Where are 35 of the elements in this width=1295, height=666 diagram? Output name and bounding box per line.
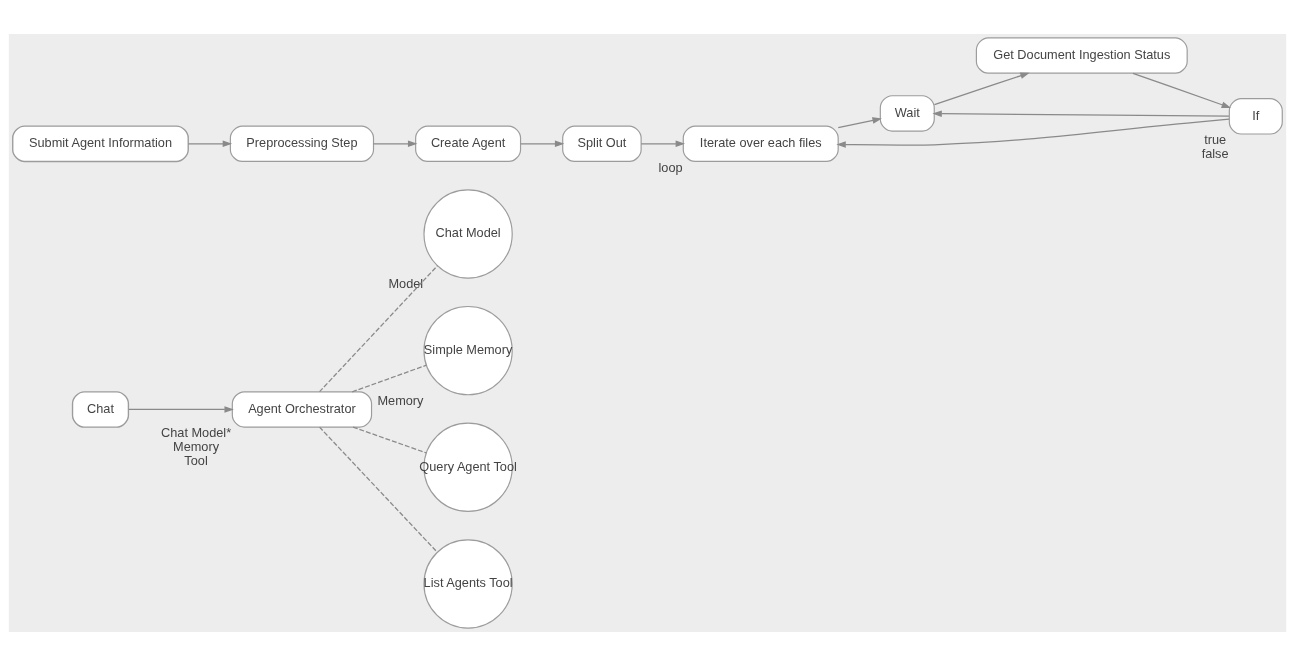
node-label: Tool: [184, 452, 208, 468]
node-label: false: [1201, 145, 1229, 161]
node-box: Preprocessing Step: [229, 125, 375, 163]
connector: [318, 426, 438, 553]
arrow: [187, 140, 233, 148]
node-label: Memory: [377, 392, 424, 408]
arrow: [520, 140, 565, 148]
node-circle: Chat Model: [423, 189, 513, 279]
node-label: true: [1204, 132, 1227, 148]
node-box: Wait: [879, 95, 935, 132]
connector: [352, 426, 427, 454]
node-box: Iterate over each files: [682, 125, 839, 163]
arrow: [640, 140, 686, 148]
node-box: Submit Agent Information: [12, 125, 189, 163]
arrow: [372, 140, 418, 148]
node-box: Split Out: [562, 125, 642, 163]
arrow: [128, 406, 234, 413]
node-box: Chat: [71, 391, 130, 428]
node-box: Create Agent: [415, 125, 522, 163]
node-box: Get Document Ingestion Status: [975, 37, 1188, 74]
node-circle: Simple Memory: [423, 305, 513, 396]
node-circle: List Agents Tool: [423, 539, 513, 629]
arrow: [933, 72, 1030, 106]
node-label: loop: [658, 159, 683, 175]
node-box: Agent Orchestrator: [231, 391, 373, 428]
arrow: [932, 110, 1230, 117]
connector: [351, 364, 428, 393]
node-label: Chat Model*: [161, 425, 232, 441]
connector: [318, 265, 439, 393]
node-label: Memory: [173, 439, 220, 455]
node-label: Model: [388, 276, 424, 292]
arrow: [1132, 72, 1231, 108]
arrow: [837, 117, 882, 129]
arrow: [836, 118, 1230, 148]
node-box: If: [1228, 98, 1283, 135]
